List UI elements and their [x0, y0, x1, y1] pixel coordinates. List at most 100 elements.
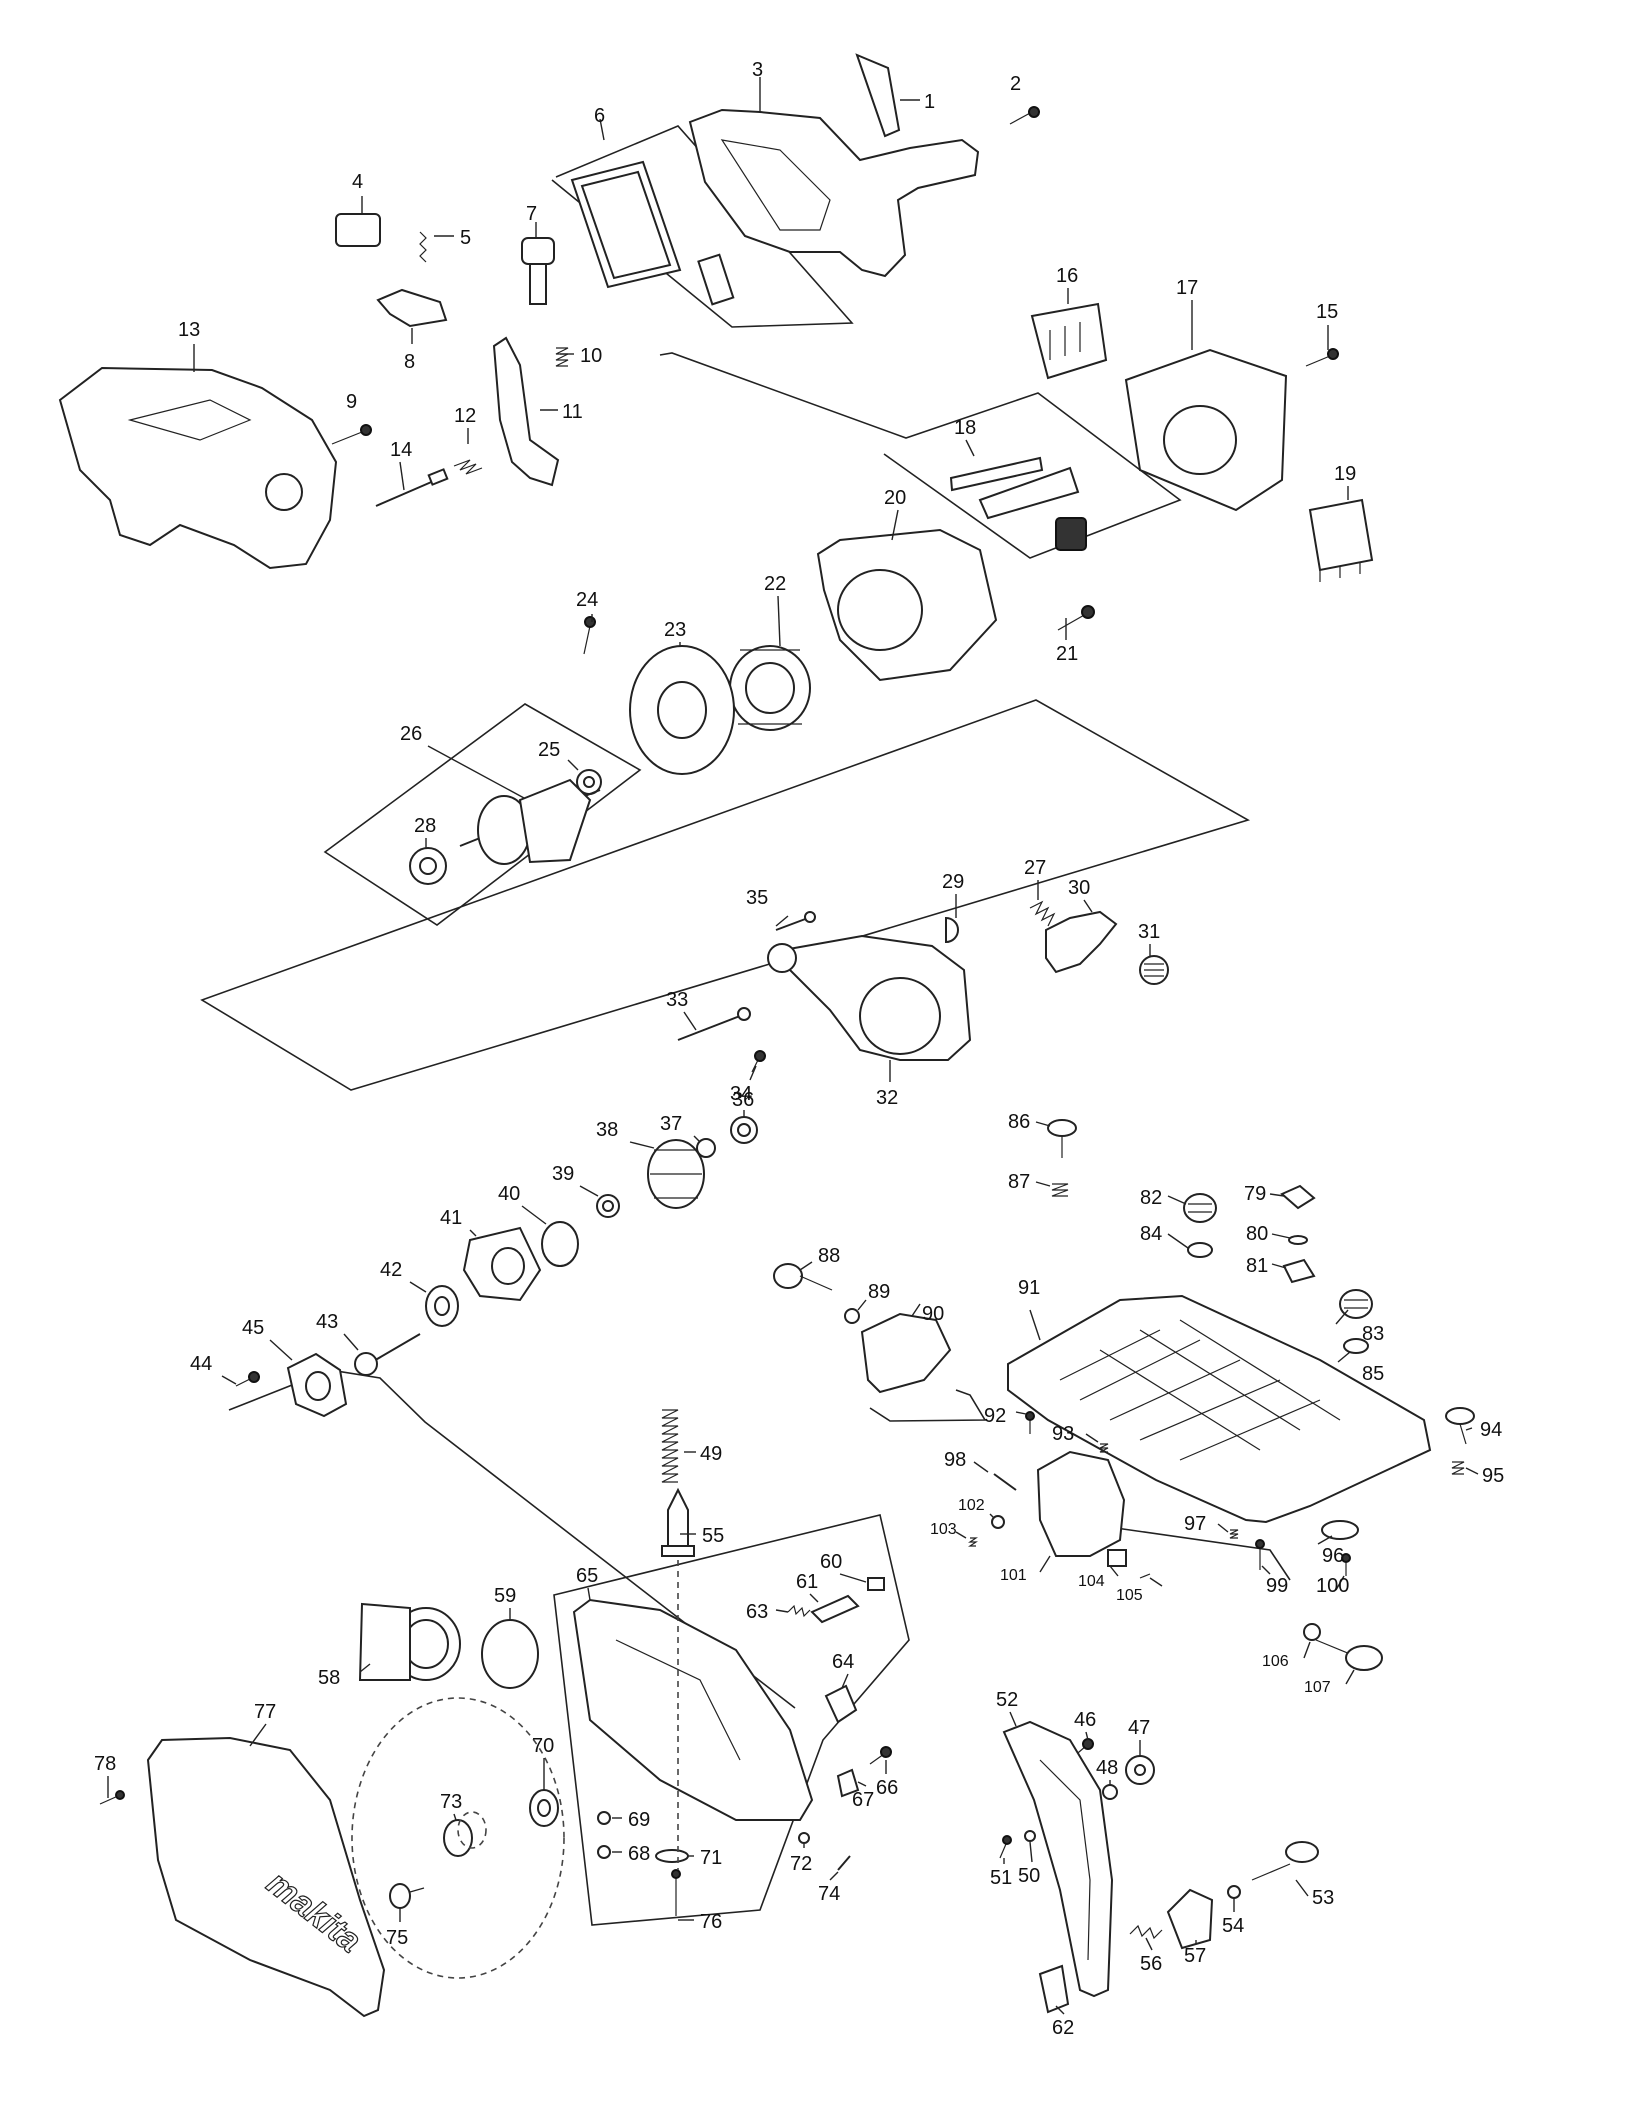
callout-80: 80 — [1246, 1223, 1268, 1245]
callout-97: 97 — [1184, 1513, 1206, 1535]
group-outline-32 — [200, 699, 1251, 1091]
part-51-screw — [999, 1835, 1012, 1859]
part-58-dust-nozzle — [358, 1602, 461, 1681]
callout-85: 85 — [1362, 1363, 1384, 1385]
callout-58: 58 — [318, 1667, 340, 1689]
part-28-bearing — [409, 847, 447, 885]
callout-16: 16 — [1056, 265, 1078, 287]
group-outline-65 — [553, 1514, 910, 1926]
callout-57: 57 — [1184, 1945, 1206, 1967]
part-56-spring — [1129, 1924, 1163, 1940]
callout-66: 66 — [876, 1777, 898, 1799]
callout-61: 61 — [796, 1571, 818, 1593]
part-73-saw-blade — [351, 1697, 565, 1979]
part-93-spring — [1099, 1443, 1109, 1453]
leader-lines — [107, 77, 1479, 2015]
callout-64: 64 — [832, 1651, 854, 1673]
part-12-spring — [453, 459, 483, 475]
part-79-clip — [1280, 1184, 1316, 1210]
part-53-wing-bolt — [1251, 1841, 1319, 1881]
part-98-pin — [993, 1473, 1017, 1491]
callout-102: 102 — [958, 1497, 985, 1514]
callout-7: 7 — [526, 203, 537, 225]
part-95-spring — [1451, 1461, 1465, 1475]
callout-2: 2 — [1010, 73, 1021, 95]
part-89-washer — [844, 1308, 860, 1324]
callout-11: 11 — [562, 401, 583, 423]
callout-37: 37 — [660, 1113, 682, 1135]
callout-77: 77 — [254, 1701, 276, 1723]
group-outline-101 — [1059, 1519, 1291, 1581]
part-25-bearing — [576, 769, 602, 795]
part-63-spring — [787, 1604, 811, 1618]
part-67-stopper — [836, 1768, 860, 1798]
callout-27: 27 — [1024, 857, 1046, 879]
callout-29: 29 — [942, 871, 964, 893]
callout-1: 1 — [924, 91, 935, 113]
part-102-nut — [991, 1515, 1005, 1529]
part-43-spindle — [354, 1333, 421, 1376]
callout-86: 86 — [1008, 1111, 1030, 1133]
part-13-handle-housing — [58, 366, 338, 570]
part-2-screw — [1009, 106, 1040, 125]
part-54-washer — [1227, 1885, 1241, 1899]
callout-90: 90 — [922, 1303, 944, 1325]
part-32-gear-housing — [767, 934, 972, 1061]
callout-25: 25 — [538, 739, 560, 761]
callout-78: 78 — [94, 1753, 116, 1775]
callout-72: 72 — [790, 1853, 812, 1875]
part-23-baffle — [629, 645, 735, 775]
part-62-plate — [1038, 1964, 1070, 2014]
part-82-knob — [1183, 1193, 1217, 1223]
part-66-screw — [869, 1746, 892, 1765]
part-30-lever — [1045, 910, 1118, 974]
callout-34: 34 — [730, 1083, 752, 1105]
part-34-screw — [751, 1050, 766, 1073]
callout-73: 73 — [440, 1791, 462, 1813]
callout-42: 42 — [380, 1259, 402, 1281]
part-17-frame — [1124, 348, 1288, 512]
callout-31: 31 — [1138, 921, 1160, 943]
callout-8: 8 — [404, 351, 415, 373]
group-outline-18 — [659, 352, 1182, 559]
part-40-disc — [541, 1221, 579, 1267]
part-37-ring — [696, 1138, 716, 1158]
part-21-screw — [1057, 605, 1095, 631]
part-70-flange — [529, 1789, 559, 1827]
callout-17: 17 — [1176, 277, 1198, 299]
callout-22: 22 — [764, 573, 786, 595]
part-50-washer — [1024, 1830, 1036, 1842]
part-74-pin — [837, 1855, 851, 1871]
callout-70: 70 — [532, 1735, 554, 1757]
part-72-collar — [798, 1832, 810, 1844]
callout-39: 39 — [552, 1163, 574, 1185]
callout-40: 40 — [498, 1183, 520, 1205]
part-103-spring — [968, 1537, 978, 1547]
callout-19: 19 — [1334, 463, 1356, 485]
callout-20: 20 — [884, 487, 906, 509]
callout-107: 107 — [1304, 1679, 1331, 1696]
part-31-nut — [1139, 955, 1169, 985]
callout-45: 45 — [242, 1317, 264, 1339]
part-24-screw — [583, 616, 596, 655]
part-94-wing-bolt — [1445, 1407, 1475, 1445]
group-outline-91 — [869, 1389, 987, 1422]
callout-103: 103 — [930, 1521, 957, 1538]
group-outline-26 — [323, 703, 642, 926]
part-45-plate — [286, 1352, 348, 1418]
callout-84: 84 — [1140, 1223, 1162, 1245]
callout-4: 4 — [352, 171, 363, 193]
part-68-washer — [597, 1845, 611, 1859]
part-1-label — [855, 53, 901, 138]
part-9-screw — [331, 424, 372, 445]
part-80-pin — [1288, 1235, 1308, 1245]
part-16-terminal — [1030, 302, 1108, 380]
callout-89: 89 — [868, 1281, 890, 1303]
part-75-bolt — [389, 1883, 425, 1909]
part-69-washer — [597, 1811, 611, 1825]
part-65-blade-guard — [572, 1598, 814, 1821]
part-81-plate — [1282, 1258, 1316, 1284]
part-7-lock-lever — [521, 237, 555, 305]
part-36-bearing — [730, 1116, 758, 1144]
callout-95: 95 — [1482, 1465, 1504, 1487]
